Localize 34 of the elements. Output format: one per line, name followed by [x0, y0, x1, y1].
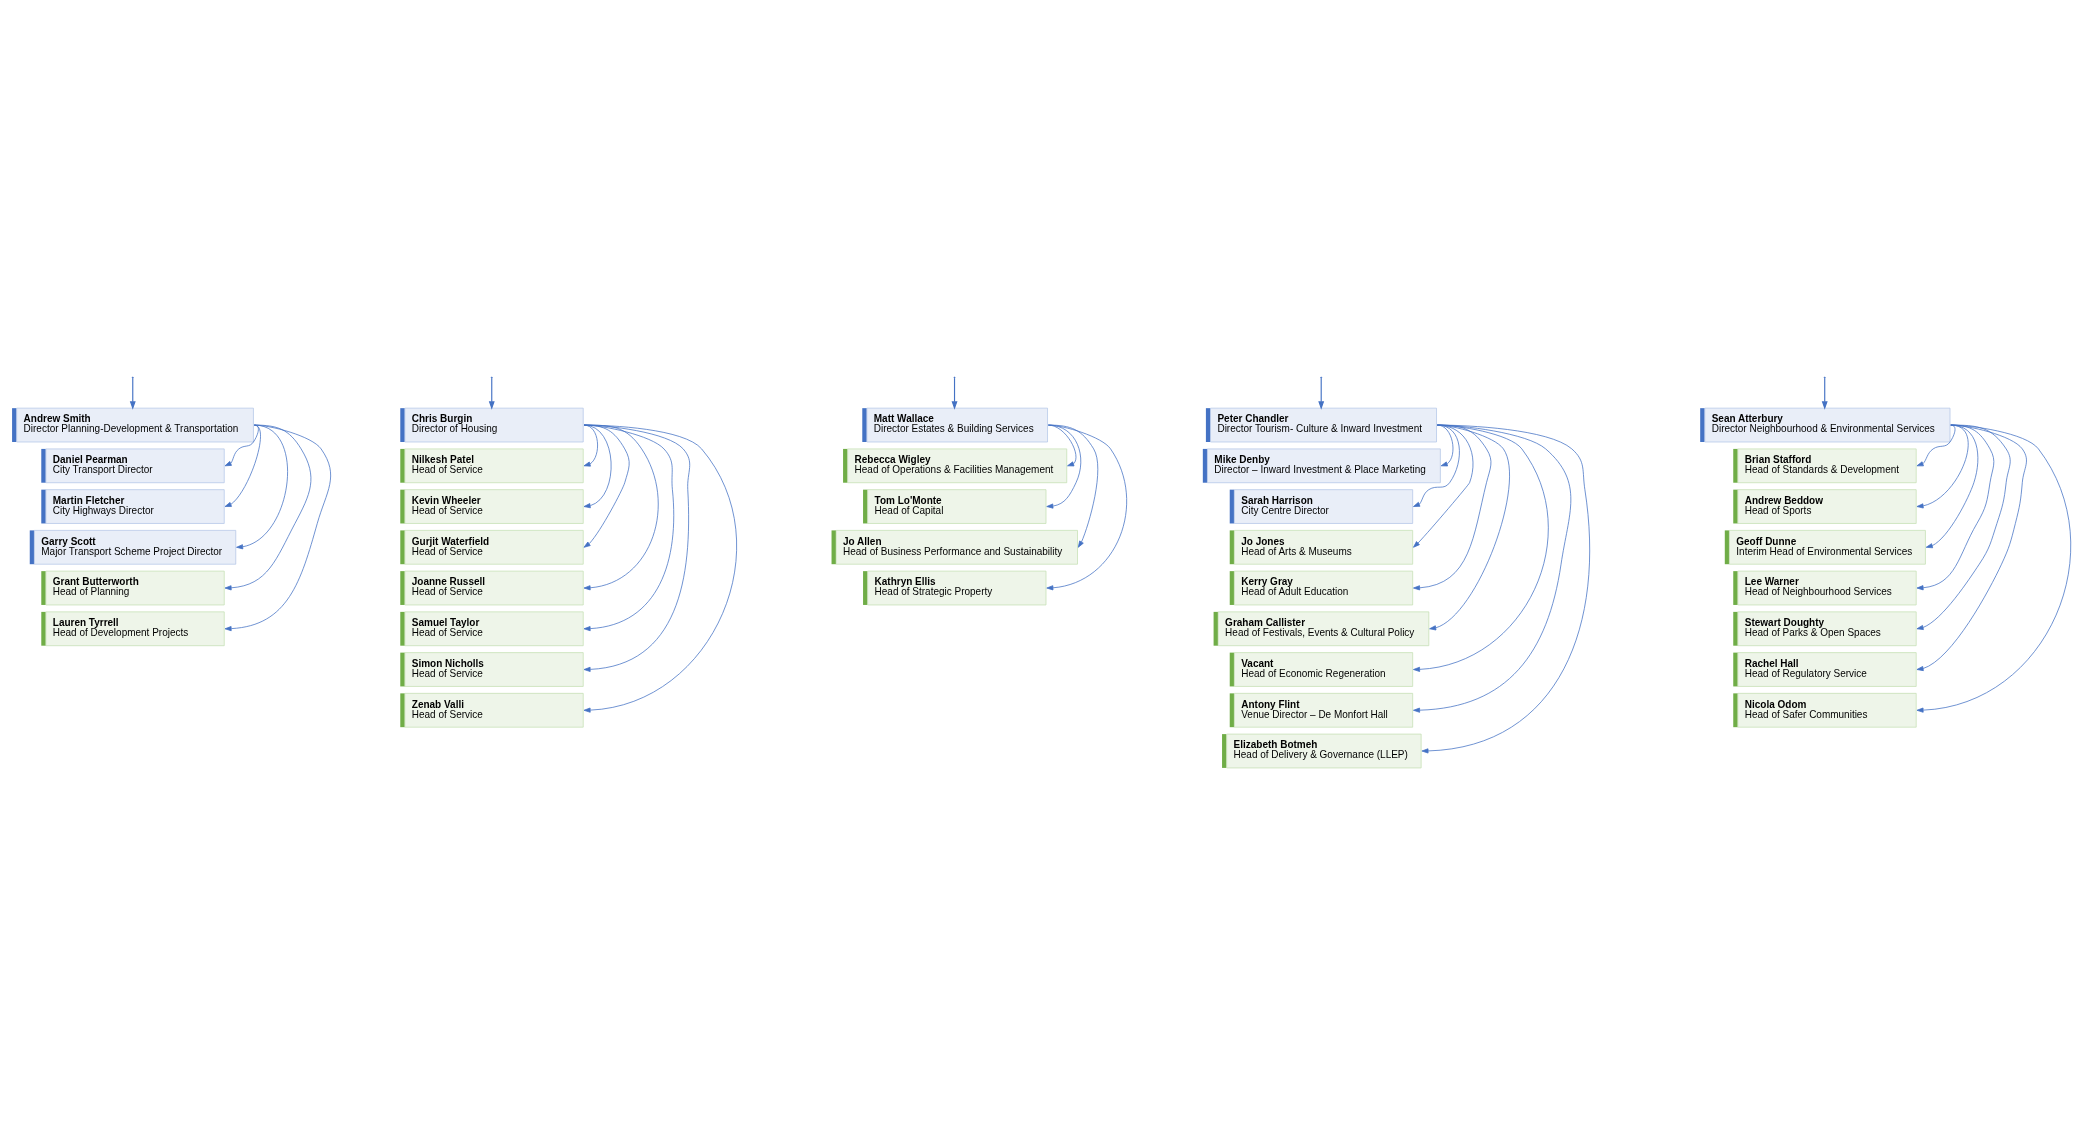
arrow: [583, 424, 630, 548]
arrow: [224, 424, 331, 631]
arrow: [1916, 424, 2071, 713]
arrow: [1413, 424, 1474, 548]
arrow: [1413, 424, 1549, 672]
arrow: [1916, 424, 1995, 590]
arrow: [1925, 424, 1979, 548]
arrow: [1047, 424, 1099, 548]
arrow: [1821, 377, 1828, 410]
arrow: [1916, 424, 1956, 466]
arrow: [583, 424, 674, 631]
arrow: [1916, 424, 2027, 671]
arrow: [583, 424, 691, 672]
arrow: [236, 424, 288, 549]
arrow: [583, 424, 737, 713]
arrow: [1318, 377, 1325, 410]
arrow: [224, 424, 259, 466]
arrow: [951, 377, 958, 410]
arrow: [1413, 424, 1572, 713]
arrow: [129, 377, 136, 410]
arrow: [1429, 424, 1510, 630]
arrow: [224, 424, 312, 590]
arrow: [583, 424, 659, 590]
arrow: [488, 377, 495, 410]
arrow: [583, 424, 598, 467]
arrow: [1046, 424, 1082, 509]
arrow: [1421, 424, 1591, 753]
arrow: [224, 424, 261, 507]
arrow: [1413, 424, 1492, 590]
arrow: [583, 424, 612, 508]
arrow: [1916, 424, 2011, 630]
arrow: [1916, 424, 1969, 508]
arrow: [1046, 424, 1127, 590]
arrow: [1413, 424, 1460, 507]
